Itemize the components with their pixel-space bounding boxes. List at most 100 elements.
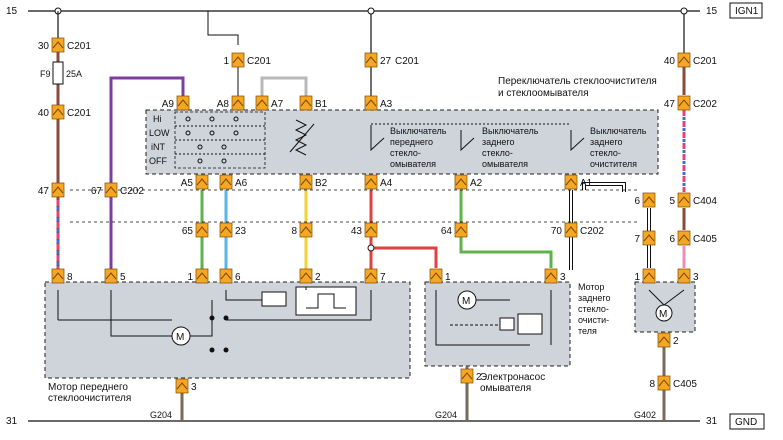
svg-text:M: M (659, 309, 667, 320)
connector-pin-label: A9 (162, 99, 175, 110)
connector-pin-label: 40 (38, 108, 50, 119)
rear-motor-internals: M (648, 289, 685, 322)
connector-pin-label: 30 (38, 41, 50, 52)
switch-title-1: Переключатель стеклоочистителя (498, 76, 657, 87)
pump-label-2: омывателя (480, 383, 531, 394)
mode-low: LOW (149, 128, 170, 138)
connector-pin-label: 43 (351, 226, 363, 237)
connector-pin-label: 8 (291, 226, 297, 237)
connector-fm-3: 3 (175, 378, 197, 394)
front-switch-label-1: Выключатель (390, 126, 447, 136)
fuse-rating: 25A (66, 69, 82, 79)
connector-pin-label: A3 (380, 99, 393, 110)
rail-15-left-label: 15 (6, 6, 18, 17)
connector-name-label: C202 (693, 99, 717, 110)
connector-fm-8: 8 (51, 268, 73, 284)
connector-sw-b1: B1 (299, 95, 328, 111)
connector-pin-label: 23 (235, 226, 247, 237)
connector-pin-label: 2 (673, 336, 679, 347)
connector-pin-label: 1 (445, 272, 451, 283)
rear-washer-label-4: очистителя (590, 159, 637, 169)
connector-name-label: C405 (673, 379, 697, 390)
connector-sw-a1: A1 (564, 174, 593, 190)
connector-name-label: C202 (580, 226, 604, 237)
gnd-tag-label: GND (735, 417, 757, 428)
connector-name-label: C201 (247, 56, 271, 67)
front-switch-label-4: омывателя (390, 159, 436, 169)
connector-pin-label: A2 (470, 178, 483, 189)
connector-fm-6: 6 (219, 268, 241, 284)
connector-pin-label: 47 (38, 186, 50, 197)
fuse-label: F9 (40, 69, 51, 79)
connector-pin-label: 5 (669, 196, 675, 207)
connector-sw-a4: A4 (364, 174, 393, 190)
rear-washer-label-1: Выключатель (590, 126, 647, 136)
connector-pin-label: 27 (380, 56, 392, 67)
connector-sw-a6: A6 (219, 174, 248, 190)
ign1-tag (729, 2, 763, 19)
ground-g402: G402 (634, 410, 656, 420)
connector-pin-label: 2 (315, 272, 321, 283)
connector-pp-3: 3 (544, 268, 566, 284)
connector-pin-label: 40 (664, 56, 676, 67)
connector-pin-label: 6 (669, 234, 675, 245)
rail-15-right-label: 15 (706, 6, 718, 17)
rail-31-left-label: 31 (6, 416, 18, 427)
connector-name-label: C201 (395, 56, 419, 67)
rail-31-right-label: 31 (706, 416, 718, 427)
connector-sw-a7: A7 (255, 95, 284, 111)
front-switch-label-3: стекло- (390, 148, 421, 158)
rear-washer-label-2: заднего (590, 137, 622, 147)
front-motor-label-1: Мотор переднего (48, 382, 128, 393)
connector-h-8: 8 (291, 222, 313, 238)
connector-pin-label: A1 (580, 178, 593, 189)
connector-c405-8: 8 C405 (649, 375, 697, 391)
connector-pin-label: 64 (441, 226, 453, 237)
front-motor-label-2: стеклоочистителя (48, 393, 131, 404)
connector-pin-label: 8 (67, 272, 73, 283)
pump-box (424, 281, 571, 367)
connector-pin-label: A5 (181, 178, 194, 189)
svg-text:M: M (176, 332, 184, 343)
svg-text:M: M (462, 296, 470, 307)
rear-motor-label-4: очисти- (578, 315, 609, 325)
connector-h-70: 70 C202 (551, 222, 604, 238)
front-switch-label-2: переднего (390, 137, 433, 147)
connector-pin-label: 1 (187, 272, 193, 283)
connector-pin-label: 6 (235, 272, 241, 283)
rear-motor-label-3: стекло- (578, 304, 609, 314)
rear-switch-label-3: стекло- (482, 148, 513, 158)
connector-pin-label: A8 (217, 99, 230, 110)
connector-fm-5: 5 (104, 268, 126, 284)
rear-motor-label-5: теля (578, 326, 597, 336)
mode-hi: Hi (153, 114, 162, 124)
connector-pin-label: 70 (551, 226, 563, 237)
switch-box (145, 109, 659, 175)
connector-pin-label: 8 (649, 379, 655, 390)
connector-sw-a3: A3 (364, 95, 393, 111)
rear-washer-label-3: стекло- (590, 148, 621, 158)
connector-pin-label: A7 (271, 99, 284, 110)
connector-c202-47-l: 47 (38, 182, 65, 198)
mode-off: OFF (149, 156, 167, 166)
connector-pin-label: A6 (235, 178, 248, 189)
connector-name-label: C201 (67, 41, 91, 52)
connector-rm-2: 2 (657, 332, 679, 348)
connector-pin-label: 67 (91, 186, 103, 197)
pump-internals: M (435, 290, 552, 346)
connector-pin-label: B1 (315, 99, 328, 110)
rear-switch-label-2: заднего (482, 137, 514, 147)
connector-pin-label: 3 (693, 272, 699, 283)
rear-motor-label-2: заднего (578, 293, 610, 303)
connector-pin-label: 3 (191, 382, 197, 393)
connector-c405-7: 7 (634, 230, 656, 246)
connector-h-43: 43 (351, 222, 378, 238)
connector-sw-a2: A2 (454, 174, 483, 190)
